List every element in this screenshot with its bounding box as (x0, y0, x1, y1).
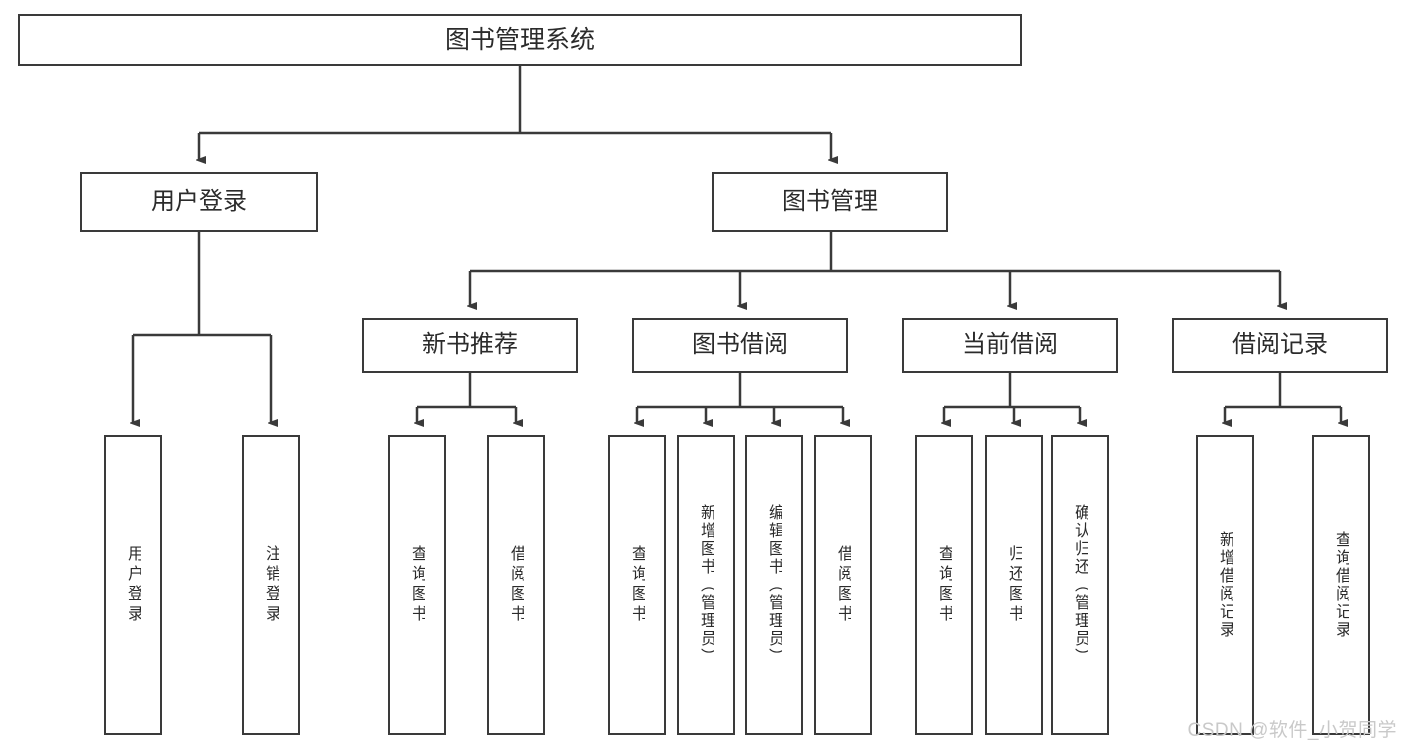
node-borrow-record-label: 借阅记录 (1232, 331, 1328, 359)
node-leaf-return-book-label: 归还图书 (1006, 545, 1022, 625)
node-new-book-recommend[interactable]: 新书推荐 (362, 318, 578, 373)
node-leaf-user-login-label: 用户登录 (125, 545, 141, 625)
node-leaf-borrow-query-book-label: 查询图书 (629, 545, 645, 625)
node-leaf-rec-borrow-book-label: 借阅图书 (508, 545, 524, 625)
node-book-borrow-label: 图书借阅 (692, 331, 788, 359)
node-root-label: 图书管理系统 (444, 26, 595, 54)
node-leaf-borrow-book-label: 借阅图书 (835, 545, 851, 625)
node-borrow-record[interactable]: 借阅记录 (1172, 318, 1388, 373)
node-book-borrow[interactable]: 图书借阅 (632, 318, 848, 373)
node-leaf-user-logout[interactable]: 注销登录 (242, 435, 300, 735)
node-leaf-rec-query-book[interactable]: 查询图书 (388, 435, 446, 735)
node-leaf-cur-query-book-label: 查询图书 (936, 545, 952, 625)
node-leaf-add-book-admin-label: 新增图书（管理员） (698, 504, 714, 666)
node-leaf-rec-query-book-label: 查询图书 (409, 545, 425, 625)
node-leaf-add-book-admin[interactable]: 新增图书（管理员） (677, 435, 735, 735)
csdn-watermark: CSDN @软件_小贺同学 (1187, 720, 1397, 741)
node-book-manage[interactable]: 图书管理 (712, 172, 948, 232)
node-leaf-return-book[interactable]: 归还图书 (985, 435, 1043, 735)
node-leaf-cur-query-book[interactable]: 查询图书 (915, 435, 973, 735)
node-user-login-label: 用户登录 (151, 187, 247, 215)
node-leaf-borrow-query-book[interactable]: 查询图书 (608, 435, 666, 735)
node-current-borrow[interactable]: 当前借阅 (902, 318, 1118, 373)
node-leaf-user-logout-label: 注销登录 (263, 545, 279, 625)
node-leaf-query-borrow-record[interactable]: 查询借阅记录 (1312, 435, 1370, 735)
node-leaf-borrow-book[interactable]: 借阅图书 (814, 435, 872, 735)
node-leaf-rec-borrow-book[interactable]: 借阅图书 (487, 435, 545, 735)
node-leaf-confirm-return-admin[interactable]: 确认归还（管理员） (1051, 435, 1109, 735)
node-leaf-user-login[interactable]: 用户登录 (104, 435, 162, 735)
node-leaf-edit-book-admin-label: 编辑图书（管理员） (766, 504, 782, 666)
node-leaf-add-borrow-record[interactable]: 新增借阅记录 (1196, 435, 1254, 735)
node-root[interactable]: 图书管理系统 (18, 14, 1022, 66)
node-user-login[interactable]: 用户登录 (80, 172, 318, 232)
node-new-book-recommend-label: 新书推荐 (422, 331, 518, 359)
node-book-manage-label: 图书管理 (782, 187, 878, 215)
node-leaf-query-borrow-record-label: 查询借阅记录 (1333, 531, 1349, 639)
node-current-borrow-label: 当前借阅 (962, 331, 1058, 359)
node-leaf-edit-book-admin[interactable]: 编辑图书（管理员） (745, 435, 803, 735)
node-leaf-add-borrow-record-label: 新增借阅记录 (1217, 531, 1233, 639)
node-leaf-confirm-return-admin-label: 确认归还（管理员） (1072, 504, 1088, 666)
